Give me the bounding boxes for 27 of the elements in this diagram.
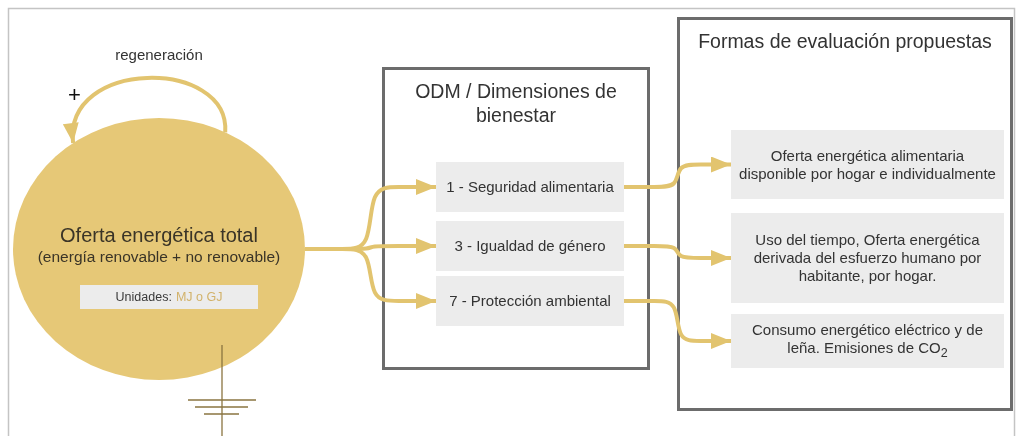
group-panel [382, 67, 650, 370]
curved-arrow [624, 156, 731, 189]
box-text: 1 - Seguridad alimentaria [446, 178, 614, 196]
box-text: Uso del tiempo, Oferta energética derivada del esfuerzo humano por habitante, por hogar. [752, 231, 983, 285]
units-value: MJ o GJ [175, 290, 223, 304]
category-box [436, 276, 624, 326]
curved-arrow [66, 76, 228, 144]
category-box [436, 221, 624, 271]
box-text: 7 - Protección ambiental [449, 292, 611, 310]
box-text: 3 - Igualdad de género [454, 237, 606, 255]
result-box [731, 213, 1004, 303]
sign-label: + [68, 82, 81, 109]
panel-title: ODM / Dimensiones de bienestar [414, 80, 618, 128]
units-label: Unidades: [115, 290, 172, 304]
units-box [80, 285, 258, 309]
curved-arrow [624, 299, 731, 349]
group-panel [677, 17, 1013, 411]
box-text: Oferta energética alimentaria disponible por hogar e individualmente [738, 146, 997, 183]
panel-title: Formas de evaluación propuestas [697, 30, 993, 54]
box-text: Consumo energético eléctrico y de leña. Emisiones de CO$_{2}$ [751, 321, 984, 361]
curved-arrow [624, 244, 731, 266]
category-box [436, 162, 624, 212]
node-title: Oferta energética total [59, 223, 259, 247]
curved-arrow [305, 247, 436, 309]
result-box [731, 130, 1004, 199]
node-subtitle: (energía renovable + no renovable) [36, 248, 282, 267]
result-box [731, 314, 1004, 368]
